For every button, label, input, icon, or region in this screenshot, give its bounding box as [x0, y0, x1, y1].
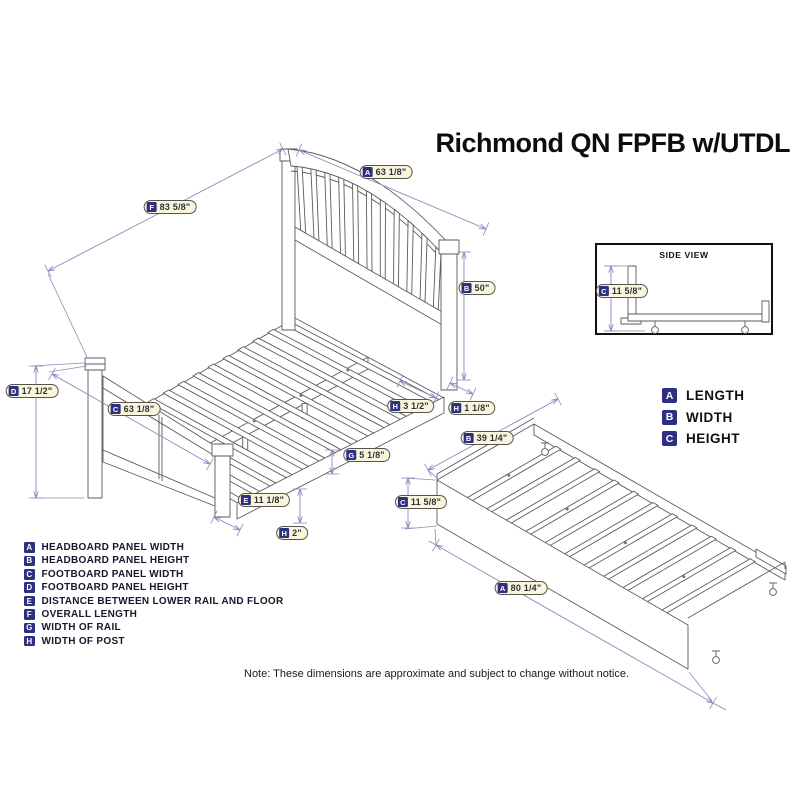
dim-letter-badge: C — [397, 497, 408, 507]
trundle-drawing — [436, 417, 787, 670]
dim-pill-overall-length: F 83 5/8" — [143, 200, 197, 214]
dim-value: 3 1/2" — [403, 401, 429, 411]
legend-letter-badge: E — [24, 595, 35, 607]
dim-letter-badge: H — [390, 401, 401, 411]
dim-pill-side-view-height: C 11 5/8" — [595, 284, 649, 298]
footnote: Note: These dimensions are approximate a… — [244, 668, 630, 680]
legend-label: HEADBOARD PANEL HEIGHT — [41, 555, 190, 567]
side-view-drawing — [620, 265, 770, 334]
legend-label: LENGTH — [686, 388, 745, 403]
dim-value: 5 1/8" — [359, 450, 385, 460]
legend-row: F OVERALL LENGTH — [24, 609, 284, 620]
dim-value: 80 1/4" — [510, 583, 542, 593]
legend-label: DISTANCE BETWEEN LOWER RAIL AND FLOOR — [41, 595, 284, 607]
legend-label: FOOTBOARD PANEL WIDTH — [41, 568, 184, 580]
dim-pill-footboard-panel-width: C 63 1/8" — [107, 402, 161, 416]
dim-value: 2" — [292, 528, 302, 538]
dim-value: 83 5/8" — [159, 202, 191, 212]
legend-abc-row-length: A LENGTH — [662, 388, 745, 403]
dim-value: 17 1/2" — [21, 386, 53, 396]
dim-pill-lower-rail-to-floor: E 11 1/8" — [237, 493, 291, 507]
legend-abc: A LENGTH B WIDTH C HEIGHT — [662, 388, 745, 453]
legend-letter-badge: C — [662, 431, 677, 446]
dim-pill-post-front: H 1 1/8" — [448, 401, 496, 415]
legend-abc-row-height: C HEIGHT — [662, 431, 745, 446]
legend-letter-badge: A — [24, 542, 35, 553]
dim-letter-badge: G — [346, 450, 357, 460]
dim-value: 39 1/4" — [476, 433, 508, 443]
dim-value: 11 1/8" — [253, 495, 285, 505]
dim-value: 11 5/8" — [611, 286, 643, 296]
legend-letter-badge: F — [24, 609, 35, 620]
dim-pill-footboard-panel-height: D 17 1/2" — [5, 384, 59, 398]
legend-letter-badge: B — [662, 409, 677, 425]
legend-label: HEIGHT — [686, 431, 741, 446]
dim-letter-badge: H — [451, 403, 462, 413]
legend-label: WIDTH OF RAIL — [41, 622, 121, 634]
dim-letter-badge: E — [240, 495, 251, 505]
dim-value: 50" — [474, 283, 490, 293]
legend-main: A HEADBOARD PANEL WIDTH B HEADBOARD PANE… — [24, 542, 284, 649]
legend-row: D FOOTBOARD PANEL HEIGHT — [24, 582, 284, 593]
dim-pill-post-width: H 2" — [276, 526, 308, 540]
legend-letter-badge: B — [24, 555, 35, 567]
legend-letter-badge: H — [24, 635, 35, 647]
page-title: Richmond QN FPFB w/UTDL — [435, 128, 791, 158]
legend-letter-badge: D — [24, 582, 35, 593]
dim-pill-post-depth: H 3 1/2" — [387, 399, 435, 413]
dim-pill-trundle-height: C 11 5/8" — [394, 495, 448, 509]
dim-letter-badge: A — [362, 167, 373, 177]
dim-pill-headboard-panel-height: B 50" — [458, 281, 496, 295]
dim-letter-badge: C — [598, 286, 609, 296]
dim-pill-trundle-width: B 39 1/4" — [460, 431, 514, 445]
dim-value: 63 1/8" — [375, 167, 407, 177]
legend-letter-badge: G — [24, 622, 35, 634]
dim-pill-headboard-panel-width: A 63 1/8" — [359, 165, 413, 179]
dim-value: 1 1/8" — [464, 403, 490, 413]
legend-row: G WIDTH OF RAIL — [24, 622, 284, 633]
dim-letter-badge: H — [279, 528, 290, 538]
legend-label: FOOTBOARD PANEL HEIGHT — [41, 582, 189, 594]
legend-label: OVERALL LENGTH — [41, 608, 138, 620]
legend-row: E DISTANCE BETWEEN LOWER RAIL AND FLOOR — [24, 596, 284, 607]
dim-letter-badge: D — [8, 386, 19, 396]
dim-letter-badge: B — [463, 433, 474, 443]
legend-letter-badge: A — [662, 388, 677, 403]
dim-value: 11 5/8" — [410, 497, 442, 507]
headboard-drawing — [279, 148, 460, 391]
side-view-title: SIDE VIEW — [659, 250, 709, 260]
legend-row: C FOOTBOARD PANEL WIDTH — [24, 569, 284, 580]
dim-letter-badge: C — [110, 404, 121, 414]
legend-abc-row-width: B WIDTH — [662, 409, 745, 425]
dim-letter-badge: A — [497, 583, 508, 593]
dim-pill-trundle-length: A 80 1/4" — [494, 581, 548, 595]
legend-letter-badge: C — [24, 569, 35, 580]
dim-letter-badge: B — [461, 283, 472, 293]
legend-label: WIDTH — [686, 409, 733, 425]
dim-value: 63 1/8" — [123, 404, 155, 414]
legend-row: B HEADBOARD PANEL HEIGHT — [24, 555, 284, 566]
legend-row: H WIDTH OF POST — [24, 636, 284, 647]
legend-label: WIDTH OF POST — [41, 635, 125, 647]
legend-label: HEADBOARD PANEL WIDTH — [41, 542, 185, 553]
dim-letter-badge: F — [146, 202, 157, 212]
dim-pill-rail-width: G 5 1/8" — [343, 448, 391, 462]
legend-row: A HEADBOARD PANEL WIDTH — [24, 542, 284, 553]
